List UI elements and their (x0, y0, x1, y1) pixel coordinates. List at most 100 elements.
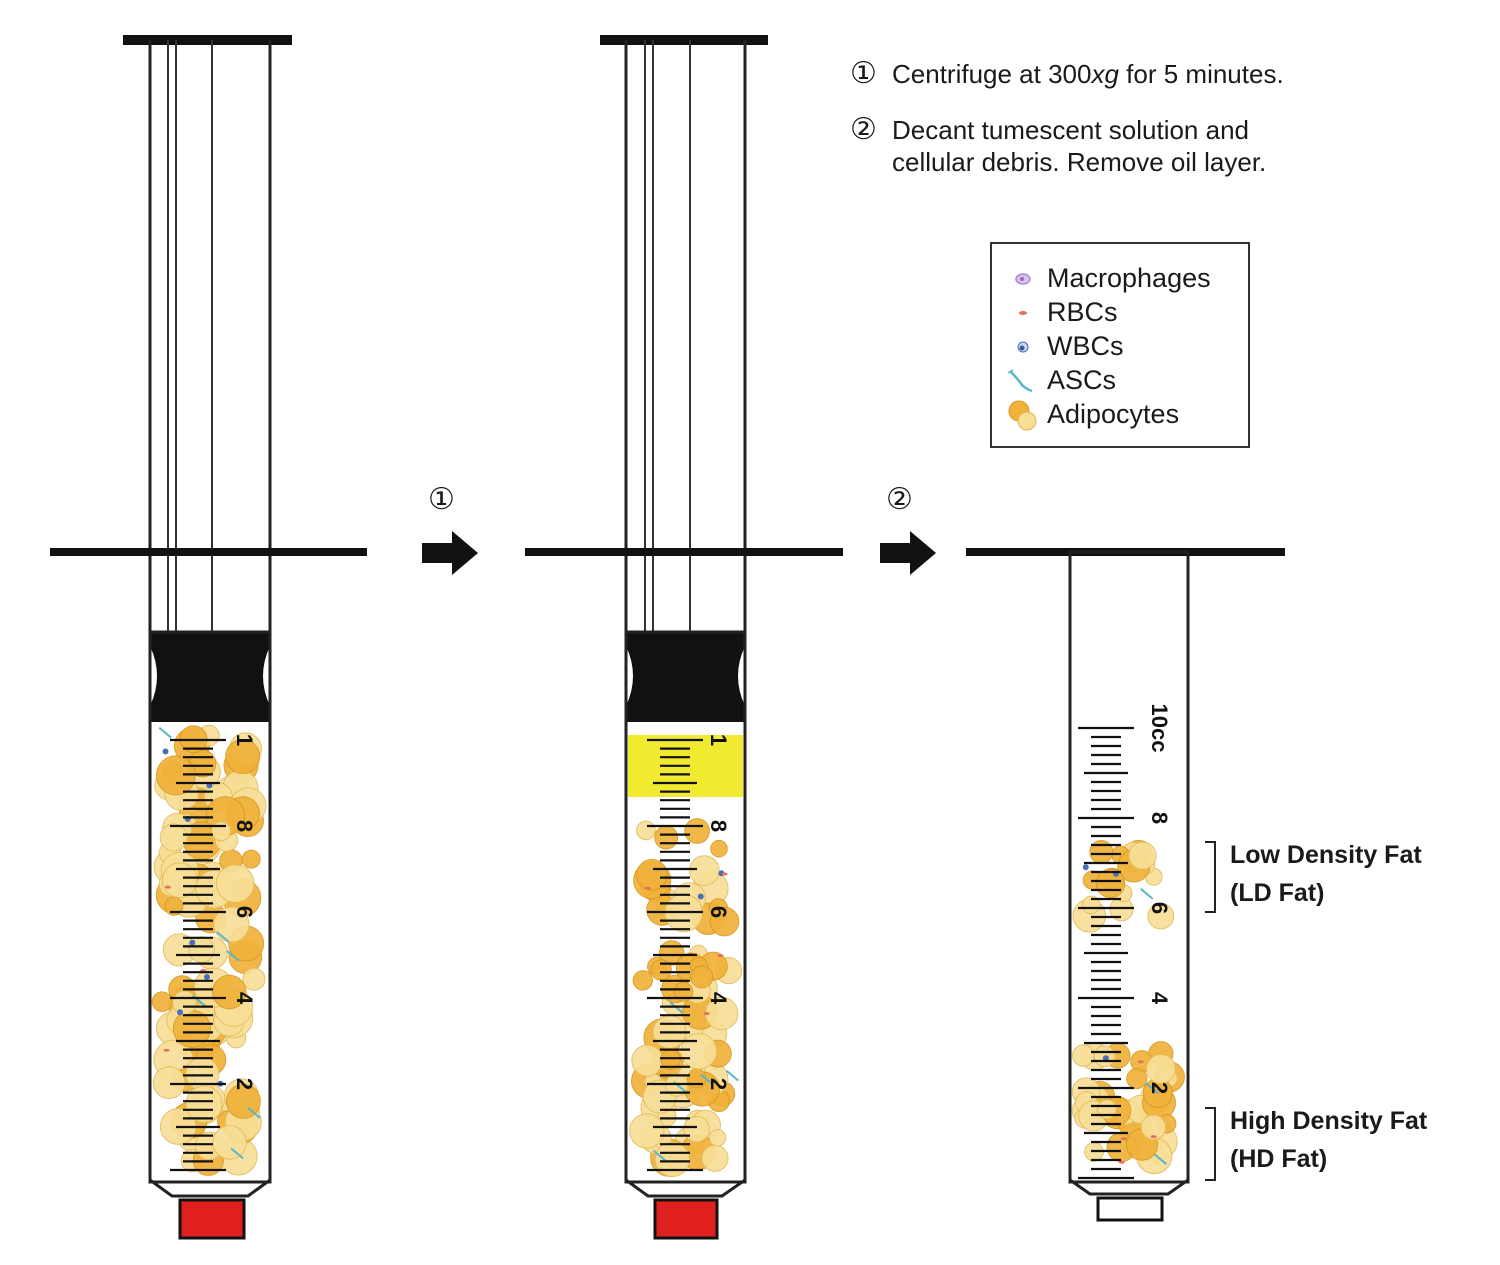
wbc (177, 1009, 184, 1016)
scale-label: 10cc (1147, 704, 1172, 753)
adipocyte (159, 823, 188, 852)
adipocyte (152, 1066, 186, 1100)
rbc (703, 1012, 710, 1016)
scale-label: 1 (706, 734, 731, 746)
ld-fat-bracket (1205, 841, 1216, 913)
adipocyte (632, 970, 653, 991)
adipocyte (151, 991, 173, 1013)
asc (700, 1073, 714, 1086)
adipocyte (654, 825, 679, 850)
ld-fat-abbrev: (LD Fat) (1230, 879, 1325, 907)
adipocyte (680, 1033, 718, 1070)
hd-fat-name: High Density Fat (1230, 1107, 1428, 1135)
legend-label: Adipocytes (1047, 398, 1180, 429)
legend-label: RBCs (1047, 296, 1118, 327)
asc (673, 1081, 687, 1093)
adipocyte (673, 981, 694, 1002)
adipocyte (654, 1141, 690, 1178)
tube-cap (1096, 1196, 1164, 1222)
separated-fat-cells (1071, 839, 1185, 1175)
rbc-icon (1019, 311, 1027, 315)
scale-label: 8 (1147, 812, 1172, 824)
wbc (162, 748, 169, 755)
adipocyte (185, 1085, 223, 1123)
adipocyte (690, 965, 714, 989)
adipocyte (212, 974, 247, 1010)
ld-fat-label: Low Density Fat (LD Fat) (1230, 836, 1422, 912)
scale-label: 2 (232, 1078, 257, 1090)
legend-label: WBCs (1047, 330, 1124, 361)
asc (216, 931, 230, 943)
rbc (1150, 1135, 1157, 1139)
wbc (189, 939, 196, 946)
adipocyte-icon (1008, 400, 1037, 431)
adipocyte (241, 849, 261, 869)
adipocyte (242, 967, 266, 991)
asc (247, 1107, 261, 1119)
adipocyte (1140, 1114, 1167, 1141)
adipocyte (225, 739, 261, 774)
asc (652, 1150, 667, 1162)
adipocyte (1095, 868, 1126, 899)
adipocyte (172, 990, 197, 1016)
adipocyte (213, 906, 250, 943)
legend-label: Macrophages (1047, 262, 1211, 293)
rbc (163, 1048, 170, 1052)
adipocyte (710, 839, 728, 858)
rbc (721, 872, 728, 876)
asc (1145, 1082, 1159, 1095)
hd-fat-bracket (1205, 1107, 1216, 1181)
wbc (697, 893, 704, 900)
scale-label: 4 (232, 992, 257, 1005)
adipocyte (636, 820, 656, 841)
asc (230, 1147, 244, 1160)
rubber-stopper (626, 632, 745, 722)
step-text: Centrifuge at 300xg for 5 minutes. (892, 59, 1284, 89)
rbc (644, 886, 651, 890)
rubber-stopper (150, 632, 270, 722)
rbc (1120, 1137, 1127, 1141)
scale-label: 6 (1147, 902, 1172, 914)
adipocyte (631, 1044, 664, 1077)
step-number: ① (850, 57, 877, 90)
arrow-step-label: ① (428, 483, 455, 516)
red-cap (653, 1198, 719, 1240)
syringe-before-centrifuge: 1 8 6 4 2 (50, 35, 367, 1240)
scale-label: 2 (706, 1078, 731, 1090)
scale-label: 2 (1147, 1082, 1172, 1094)
asc (158, 726, 172, 739)
wbc (203, 974, 210, 981)
scale-label: 6 (232, 906, 257, 918)
syringe-tip (625, 1178, 746, 1198)
adipocyte (683, 1115, 710, 1143)
scale-label: 4 (706, 992, 731, 1005)
lipoaspirate-cells (629, 818, 743, 1178)
hd-fat-abbrev: (HD Fat) (1230, 1145, 1328, 1173)
adipocyte (701, 1144, 729, 1172)
stopper-notch (263, 646, 270, 706)
procedure-steps: ① Centrifuge at 300xg for 5 minutes. ② D… (850, 58, 1410, 202)
syringe-barrel (624, 630, 747, 1184)
wbc (1082, 864, 1089, 871)
red-cap (178, 1198, 246, 1240)
wbc (1102, 1055, 1109, 1062)
scale-label: 6 (706, 906, 731, 918)
adipocyte (212, 1125, 247, 1160)
scale-label: 8 (232, 820, 257, 832)
adipocyte (708, 1129, 727, 1147)
rbc (164, 885, 171, 889)
step-1: ① Centrifuge at 300xg for 5 minutes. (850, 58, 1410, 90)
syringe-scale: 1 8 6 4 2 (170, 734, 257, 1172)
rbc (717, 954, 724, 958)
scale-label: 1 (232, 734, 257, 746)
adipocyte (1145, 1053, 1176, 1084)
adipocyte (684, 818, 710, 844)
adipocyte (709, 906, 740, 937)
